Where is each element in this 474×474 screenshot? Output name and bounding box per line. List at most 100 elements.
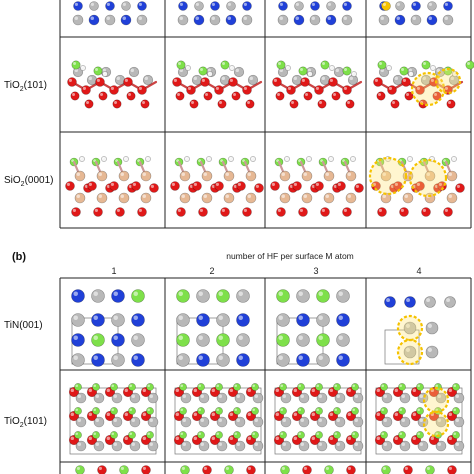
titanium-atom [198, 440, 210, 452]
oxygen-atom [200, 77, 210, 87]
titanium-atom [128, 66, 140, 78]
titanium-atom [226, 1, 236, 11]
fluorine-atom [279, 383, 287, 391]
fluorine-atom [74, 407, 82, 415]
titanium-atom [89, 1, 99, 11]
oxygen-atom [399, 207, 409, 217]
oxygen-atom [93, 207, 103, 217]
titanium-atom [198, 416, 210, 428]
highlight-ring [422, 410, 450, 438]
nitrogen-atom [411, 1, 421, 11]
fluorine-atom [316, 333, 330, 347]
titanium-atom [216, 440, 228, 452]
fluorine-atom [320, 60, 330, 70]
titanium-atom [180, 392, 192, 404]
fluorine-atom [316, 289, 330, 303]
silicon-atom [345, 192, 357, 204]
nitrogen-atom [443, 1, 453, 11]
titanium-atom [252, 440, 264, 452]
titanium-atom [177, 14, 189, 26]
nitrogen-atom [193, 14, 205, 26]
titanium-atom [191, 74, 203, 86]
fluorine-atom [421, 60, 431, 70]
titanium-atom [216, 313, 230, 327]
nitrogen-atom [342, 1, 352, 11]
hydrogen-atom [145, 156, 151, 162]
silicon-atom [279, 192, 291, 204]
fluorine-atom [215, 383, 223, 391]
titanium-atom [381, 392, 393, 404]
titanium-atom [176, 313, 190, 327]
titanium-atom [234, 416, 246, 428]
oxygen-atom [137, 85, 147, 95]
fluorine-atom [179, 431, 187, 439]
fluorine-atom [333, 407, 341, 415]
oxygen-atom [447, 465, 457, 474]
fluorine-atom [351, 407, 359, 415]
oxygen-atom [84, 99, 94, 109]
oxygen-atom [140, 99, 150, 109]
fluorine-atom [216, 289, 230, 303]
fluorine-atom [91, 333, 105, 347]
nitrogen-atom [236, 313, 250, 327]
titanium-atom [236, 289, 250, 303]
fluorine-atom [110, 383, 118, 391]
fluorine-atom [398, 431, 406, 439]
titanium-atom [425, 345, 439, 359]
silicon-atom [223, 192, 235, 204]
nitrogen-atom [105, 1, 115, 11]
silicon-atom [140, 170, 152, 182]
titanium-atom [276, 353, 290, 367]
oxygen-atom [346, 465, 356, 474]
titanium-atom [298, 440, 310, 452]
oxygen-atom [189, 99, 199, 109]
fluorine-atom [315, 407, 323, 415]
titanium-atom [316, 416, 328, 428]
oxygen-atom [109, 181, 119, 191]
oxygen-atom [242, 207, 252, 217]
titanium-atom [114, 74, 126, 86]
silicon-atom [140, 192, 152, 204]
silicon-atom [424, 192, 436, 204]
oxygen-atom [112, 99, 122, 109]
titanium-atom [111, 392, 123, 404]
oxygen-atom [300, 77, 310, 87]
hydrogen-atom [250, 156, 256, 162]
titanium-atom [453, 416, 465, 428]
nitrogen-atom [91, 353, 105, 367]
oxygen-atom [202, 465, 212, 474]
fluorine-atom [74, 431, 82, 439]
nitrogen-atom [310, 1, 320, 11]
titanium-atom [347, 74, 359, 86]
fluorine-atom [279, 407, 287, 415]
fluorine-atom [452, 407, 460, 415]
fluorine-atom [465, 60, 474, 70]
oxygen-atom [415, 181, 425, 191]
highlight-ring [368, 156, 408, 196]
titanium-atom [392, 74, 404, 86]
hydrogen-atom [350, 156, 356, 162]
titanium-atom [381, 440, 393, 452]
titanium-atom [424, 296, 436, 308]
titanium-atom [93, 392, 105, 404]
fluorine-atom [443, 66, 453, 76]
silicon-atom [446, 192, 458, 204]
oxygen-atom [336, 181, 346, 191]
titanium-atom [309, 14, 321, 26]
titanium-atom [435, 440, 447, 452]
oxygen-atom [302, 465, 312, 474]
titanium-atom [453, 440, 465, 452]
fluorine-atom [297, 431, 305, 439]
fluorine-atom [315, 431, 323, 439]
fluorine-atom [71, 60, 81, 70]
nitrogen-atom [210, 1, 220, 11]
titanium-atom [142, 74, 154, 86]
nitrogen-atom [384, 296, 396, 308]
titanium-atom [147, 416, 159, 428]
hydrogen-atom [307, 71, 313, 77]
oxygen-atom [415, 85, 425, 95]
silicon-atom [118, 192, 130, 204]
fluorine-atom [93, 66, 103, 76]
fluorine-atom [224, 465, 234, 474]
nitrogen-atom [131, 353, 145, 367]
